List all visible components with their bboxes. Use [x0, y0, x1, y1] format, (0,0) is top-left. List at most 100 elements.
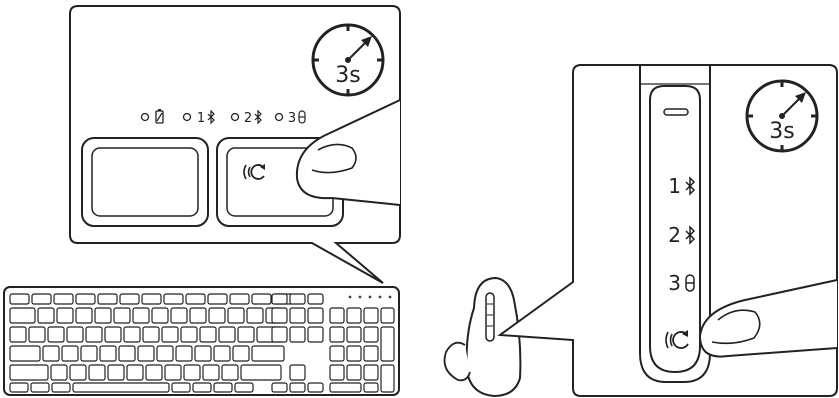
key [251, 293, 272, 305]
pairing-icon [665, 330, 689, 349]
bluetooth-icon [685, 176, 696, 196]
key [61, 345, 79, 362]
key [164, 364, 182, 381]
pairing-icon [243, 164, 265, 180]
key [72, 382, 170, 393]
key [123, 326, 141, 343]
key [142, 326, 160, 343]
status-led [358, 295, 362, 299]
key [185, 293, 206, 305]
key [199, 326, 217, 343]
numpad-key [346, 307, 362, 324]
key [113, 307, 131, 324]
key [9, 364, 49, 381]
key [234, 382, 254, 393]
status-led [388, 295, 392, 299]
mouse-side-panel [639, 66, 711, 383]
mouse-callout: 1 2 3 3s [497, 64, 838, 397]
indicator-label-2: 2 [244, 111, 252, 126]
key [194, 345, 212, 362]
key [88, 364, 106, 381]
keyboard [3, 286, 400, 396]
key [94, 307, 112, 324]
key [28, 326, 46, 343]
status-led [348, 295, 352, 299]
usb-receiver-icon [298, 110, 306, 124]
key [85, 326, 103, 343]
key [161, 326, 179, 343]
key [97, 293, 118, 305]
key [119, 293, 140, 305]
nav-key [307, 293, 324, 305]
nav-key [289, 326, 306, 343]
timer-label: 3s [769, 119, 794, 144]
key [31, 293, 52, 305]
key [171, 382, 191, 393]
mouse-thumb-rest [443, 341, 471, 382]
key [229, 293, 250, 305]
key [213, 382, 233, 393]
numpad-key [363, 364, 379, 381]
channel-label-2: 2 [668, 223, 681, 247]
indicator-label-3: 3 [288, 111, 296, 126]
indicator-led [274, 112, 284, 122]
nav-key [307, 307, 324, 324]
key [132, 307, 150, 324]
key [104, 326, 122, 343]
nav-key [271, 326, 288, 343]
channel-label-1: 1 [668, 174, 681, 198]
finger [698, 279, 838, 358]
key [232, 345, 250, 362]
key [180, 326, 198, 343]
numpad-key [329, 326, 345, 343]
numpad-key [329, 345, 345, 362]
nav-key [307, 382, 324, 393]
nav-key [289, 382, 306, 393]
key [240, 364, 282, 381]
key [221, 364, 239, 381]
mouse-led [663, 108, 689, 116]
key [208, 307, 226, 324]
key [53, 293, 74, 305]
numpad-key [363, 307, 379, 324]
key [156, 345, 174, 362]
key [163, 293, 184, 305]
key [47, 326, 65, 343]
key [202, 364, 220, 381]
status-led [368, 295, 372, 299]
key [42, 345, 60, 362]
timer-icon: 3s [311, 23, 385, 97]
indicator-row: 1 2 3 [140, 109, 306, 126]
key [189, 307, 207, 324]
key [80, 345, 98, 362]
key [99, 345, 117, 362]
mouse [443, 276, 522, 398]
key [213, 345, 231, 362]
numpad-key [329, 364, 345, 381]
indicator-led [182, 112, 192, 122]
key [192, 382, 212, 393]
key [9, 382, 29, 393]
numpad-key [346, 345, 362, 362]
indicator-label-1: 1 [197, 111, 205, 126]
usb-receiver-icon [685, 274, 695, 292]
key [56, 307, 74, 324]
numpad-key [363, 326, 379, 343]
numpad-key [346, 364, 362, 381]
status-led [378, 295, 382, 299]
finger [295, 99, 401, 206]
timer-icon: 3s [745, 79, 819, 153]
key [137, 345, 155, 362]
key [51, 382, 71, 393]
key [37, 307, 55, 324]
key [69, 364, 87, 381]
key [30, 382, 50, 393]
key [145, 364, 163, 381]
key [66, 326, 84, 343]
key [118, 345, 136, 362]
key [9, 307, 36, 324]
nav-key [289, 364, 306, 381]
key [75, 293, 96, 305]
key [9, 293, 30, 305]
